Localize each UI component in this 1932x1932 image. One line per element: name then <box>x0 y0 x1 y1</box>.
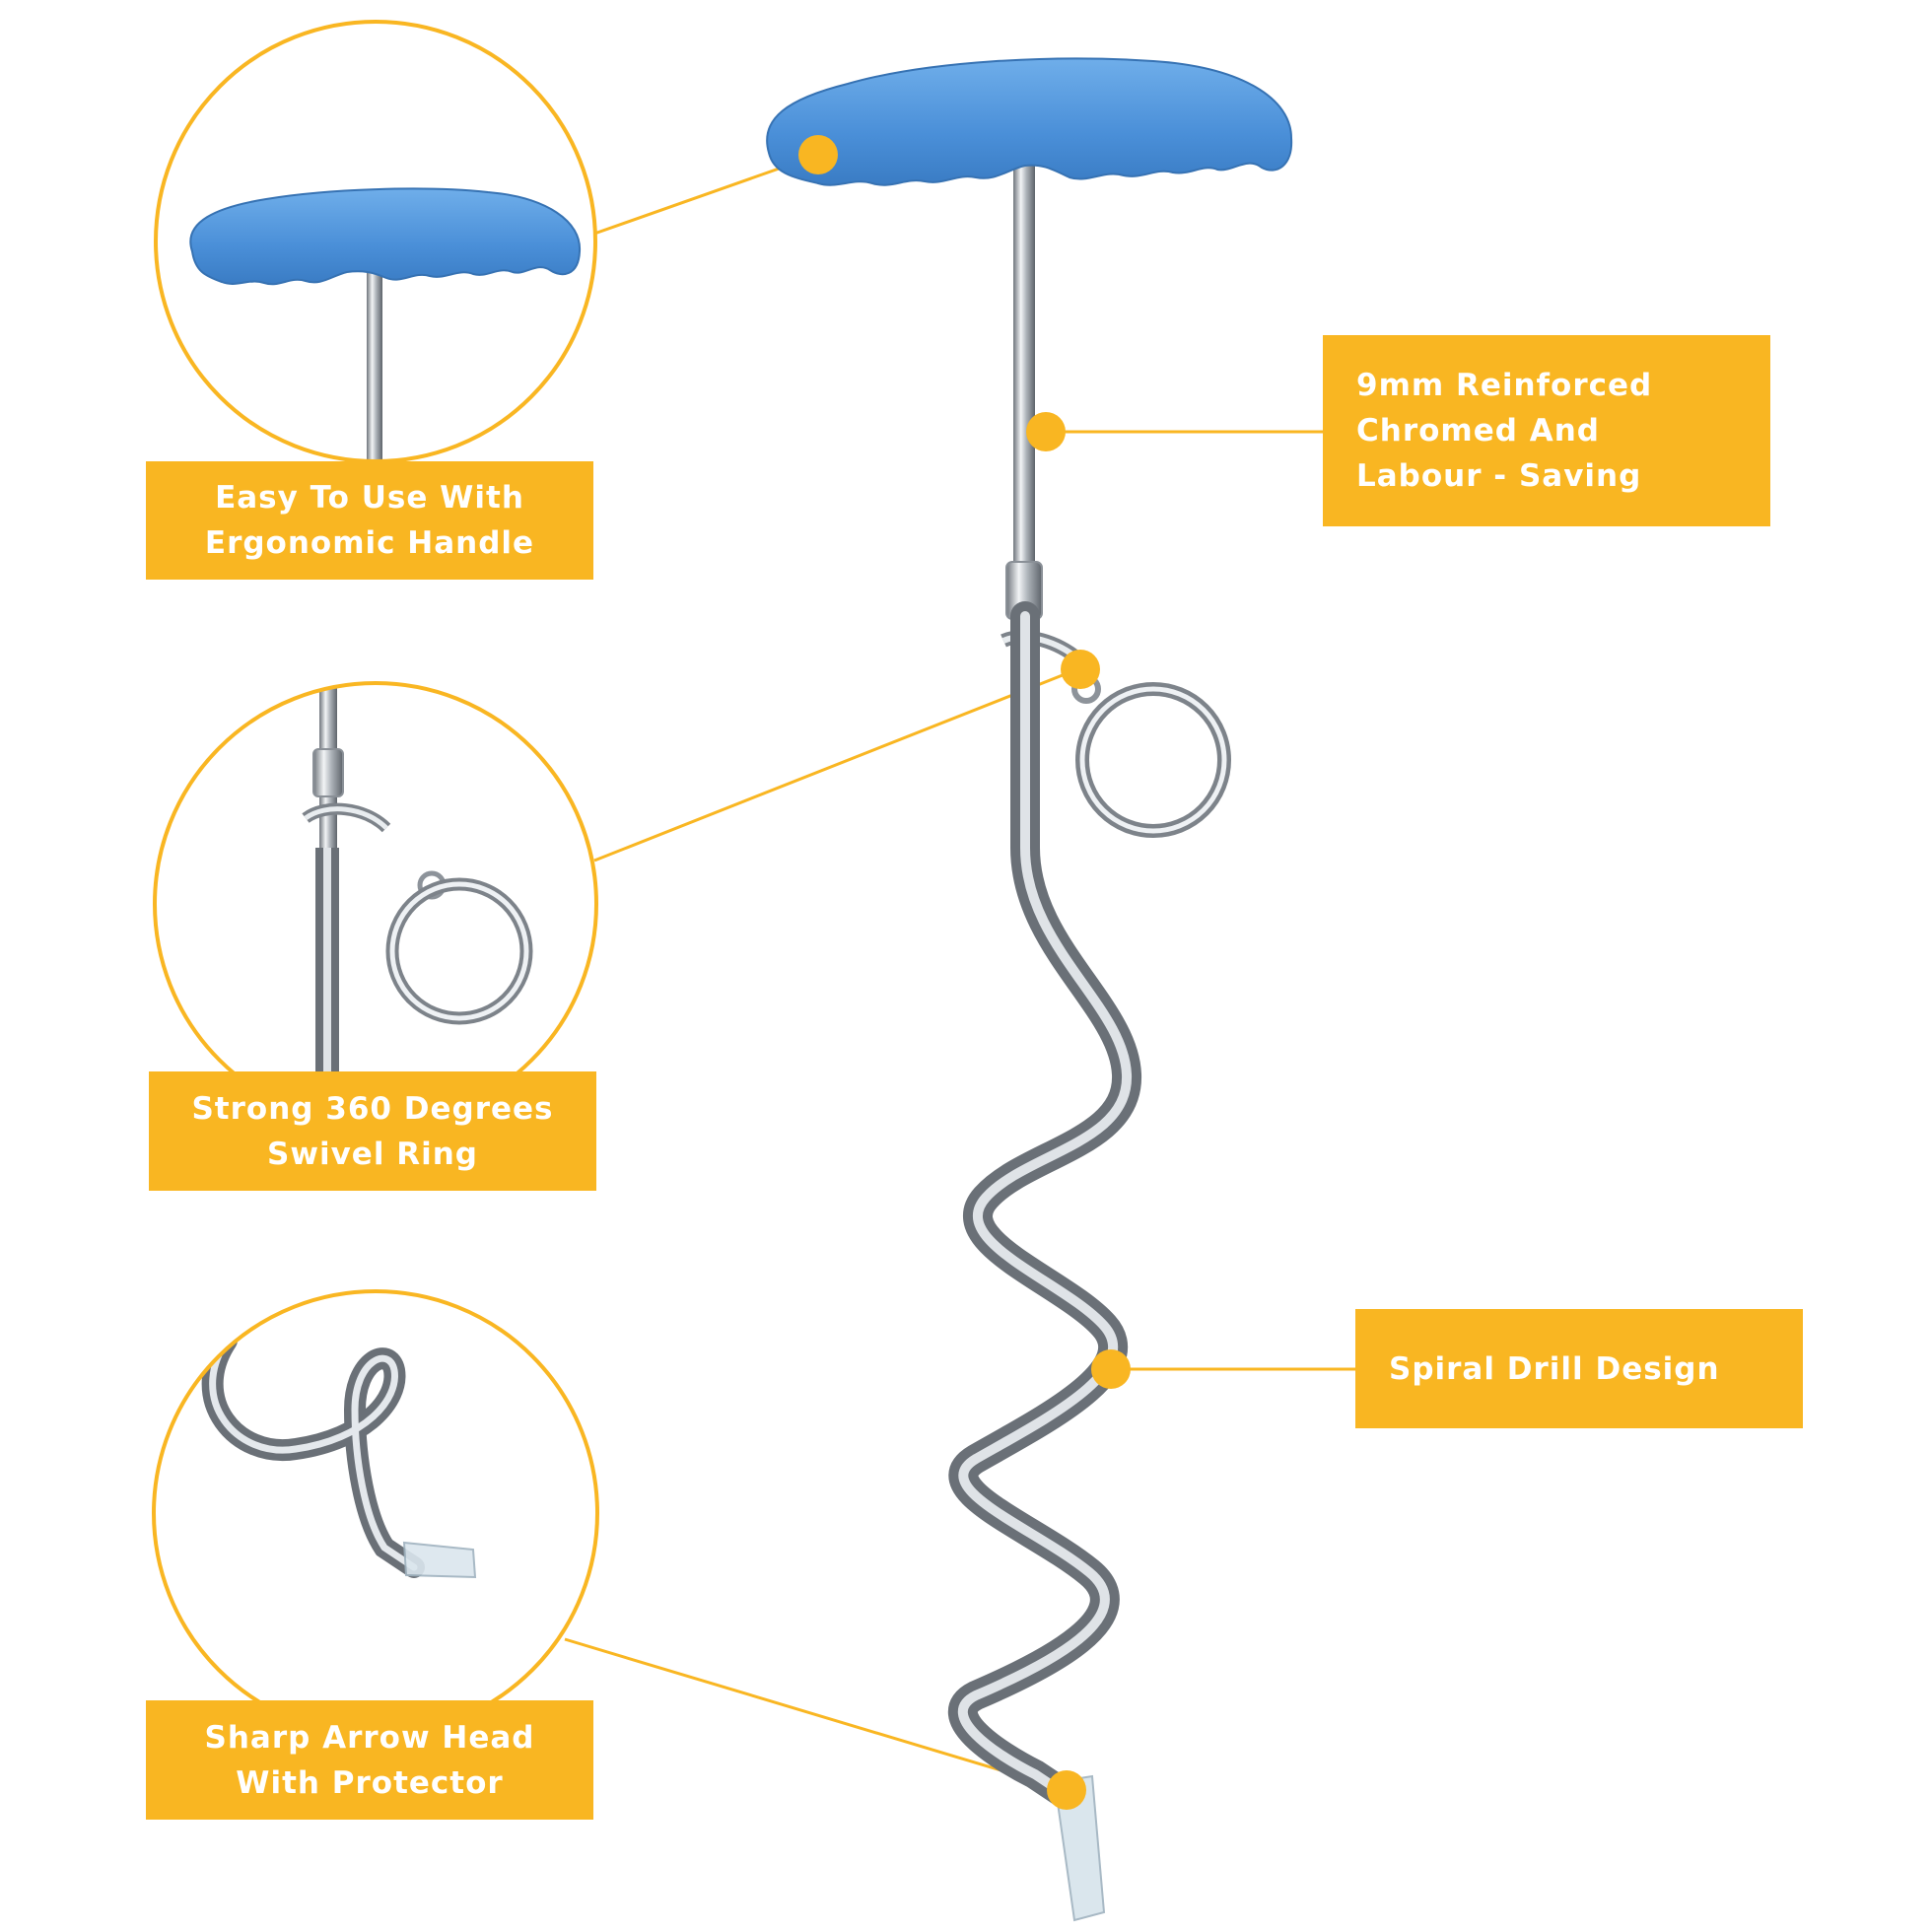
dot-handle <box>798 135 838 174</box>
detail-circle-arrow <box>152 1289 599 1737</box>
leader-line-arrow <box>564 1637 1068 1792</box>
tie-out-stake <box>766 57 1293 1922</box>
feature-label-spiral: Spiral Drill Design <box>1355 1309 1803 1428</box>
chromed-shaft <box>1013 163 1035 572</box>
feature-label-arrow-text: Sharp Arrow Head With Protector <box>204 1719 535 1801</box>
feature-label-chromed-text: 9mm Reinforced Chromed And Labour - Savi… <box>1356 368 1653 494</box>
feature-label-handle: Easy To Use With Ergonomic Handle <box>146 461 593 580</box>
dot-spiral <box>1091 1349 1131 1389</box>
leader-lines <box>564 153 1355 1792</box>
ergonomic-handle <box>766 57 1293 186</box>
dot-chromed <box>1026 412 1066 451</box>
dot-swivel <box>1061 650 1100 689</box>
swivel-ring <box>1000 630 1231 838</box>
detail-circle-swivel <box>153 681 598 1127</box>
leader-line-swivel <box>593 667 1078 862</box>
feature-label-swivel: Strong 360 Degrees Swivel Ring <box>149 1071 596 1191</box>
dot-arrow <box>1047 1770 1086 1810</box>
ergonomic-handle-detail-icon <box>189 187 582 286</box>
feature-label-swivel-text: Strong 360 Degrees Swivel Ring <box>191 1090 554 1172</box>
feature-dots <box>798 135 1131 1810</box>
feature-label-chromed: 9mm Reinforced Chromed And Labour - Savi… <box>1323 335 1770 526</box>
feature-label-handle-text: Easy To Use With Ergonomic Handle <box>204 480 535 561</box>
detail-circle-handle <box>154 20 597 463</box>
feature-label-spiral-text: Spiral Drill Design <box>1389 1350 1720 1387</box>
feature-label-arrow: Sharp Arrow Head With Protector <box>146 1700 593 1820</box>
